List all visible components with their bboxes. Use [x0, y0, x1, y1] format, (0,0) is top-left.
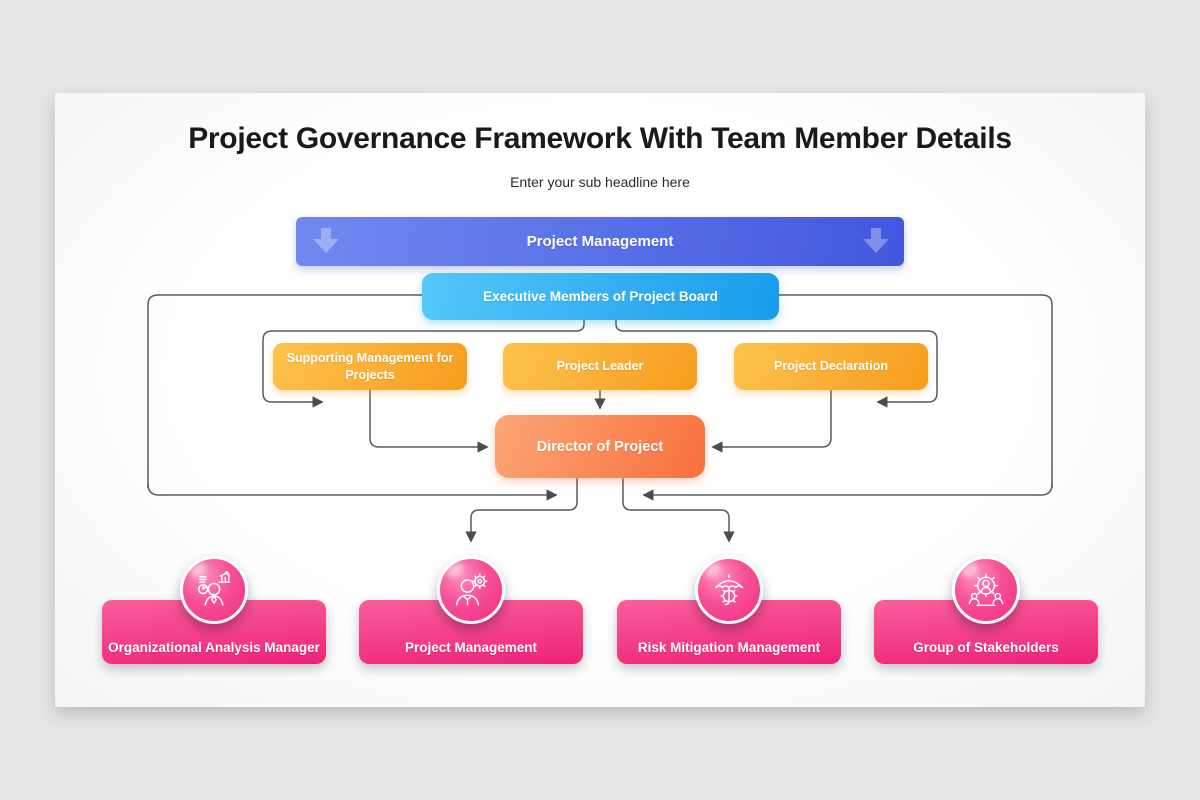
leader-label: Project Leader: [556, 359, 644, 374]
team-badge: [952, 556, 1020, 624]
page-title: Project Governance Framework With Team M…: [188, 122, 1012, 155]
banner-label: Project Management: [526, 233, 674, 250]
person-analytics-icon: [197, 571, 231, 606]
director-label: Director of Project: [536, 438, 664, 455]
team-badge: [437, 556, 505, 624]
outer-frame-bottom-left-arrow: [147, 483, 558, 501]
person-gear-icon: [455, 573, 488, 606]
down-arrow-icon: [861, 228, 891, 255]
team-label: Organizational Analysis Manager: [108, 640, 320, 655]
inner-frame-left-arrow: [262, 320, 585, 408]
supporting-to-director: [369, 390, 489, 453]
team-label: Risk Mitigation Management: [637, 640, 821, 655]
director-to-project-management: [465, 478, 578, 543]
outer-frame-bottom-right-arrow: [642, 483, 1053, 501]
node-executive-members: Executive Members of Project Board: [422, 273, 779, 320]
page-subtitle: Enter your sub headline here: [510, 174, 690, 190]
umbrella-gear-icon: [715, 573, 743, 606]
supporting-label: Supporting Management for Projects: [286, 350, 454, 382]
executive-label: Executive Members of Project Board: [483, 289, 718, 304]
down-arrow-icon: [311, 228, 341, 255]
team-badge: [695, 556, 763, 624]
team-badge: [180, 556, 248, 624]
director-to-risk-mitigation: [622, 478, 735, 543]
team-card-risk-mitigation: Risk Mitigation Management: [617, 600, 841, 664]
node-director-of-project: Director of Project: [495, 415, 705, 478]
node-project-management-banner: Project Management: [296, 217, 904, 266]
inner-frame-right-arrow: [615, 320, 938, 408]
people-gear-icon: [968, 573, 1004, 607]
team-label: Group of Stakeholders: [913, 640, 1059, 655]
declaration-label: Project Declaration: [774, 359, 888, 374]
declaration-to-director: [711, 390, 832, 453]
node-supporting-management: Supporting Management for Projects: [273, 343, 467, 390]
node-project-declaration: Project Declaration: [734, 343, 928, 390]
node-project-leader: Project Leader: [503, 343, 697, 390]
team-label: Project Management: [404, 640, 538, 655]
